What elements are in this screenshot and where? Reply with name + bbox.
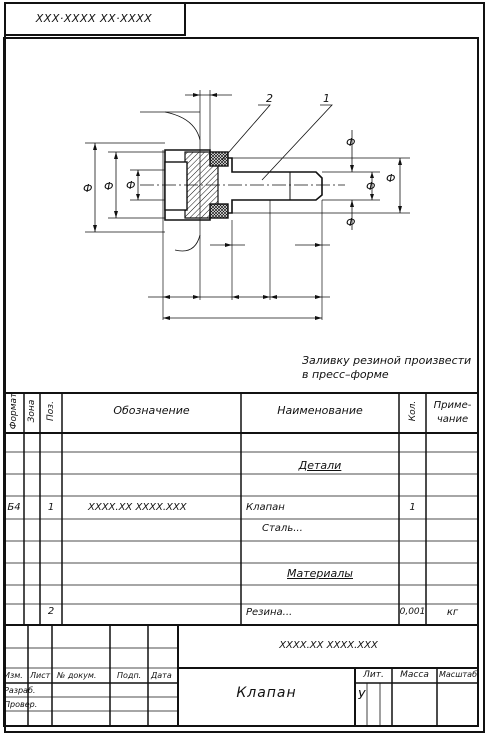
row3-pos: 2 [47,606,55,617]
header-name: Наименование [277,404,363,417]
technical-note: Заливку резиной произвести в пресс–форме [302,354,471,382]
row3-qty: 0,001 [399,607,426,617]
drawing-sheet [4,2,485,733]
dim-symbol-7: Ф [386,172,395,185]
note-line-2: в пресс–форме [302,368,389,381]
header-format: Формат [9,392,19,430]
row-razrab: Разраб. [4,686,36,695]
drawing-frame [3,37,479,727]
row1-format: Б4 [7,502,21,513]
header-qty: Кол. [408,400,418,422]
header-remark-1: Приме- [433,400,472,411]
col-doc: № докум. [57,671,97,680]
massa-header: Масса [400,670,429,680]
dim-symbol-4: Ф [346,136,355,149]
row1-qty: 1 [409,502,416,513]
header-remark-2: чание [436,414,469,425]
leader-label-2: 2 [266,92,273,105]
note-line-1: Заливку резиной произвести [302,354,472,367]
row1-name: Клапан [246,502,285,513]
row3-name: Резина... [246,607,293,618]
header-pos: Поз. [46,401,56,421]
section-materials: Материалы [287,567,353,580]
lit-value: У [357,688,366,702]
drawing-title: Клапан [236,685,297,701]
row-prover: Провер. [4,700,38,709]
row3-remark: кг [446,607,459,618]
col-list: Лист [30,671,51,680]
header-zone: Зона [27,399,37,423]
col-sign: Подп. [117,671,142,680]
top-stamp: XXX·XXXX XX·XXXX [4,2,186,36]
lit-header: Лит. [363,670,384,680]
section-parts: Детали [298,459,342,472]
leader-label-1: 1 [323,92,330,105]
dim-symbol-1: Ф [83,182,92,195]
document-code: XXXX.XX XXXX.XXX [279,640,378,651]
row1-pos: 1 [47,502,55,513]
row2-name: Сталь... [262,523,303,534]
col-date: Дата [151,671,172,680]
dim-symbol-3: Ф [126,179,135,192]
dim-symbol-5: Ф [346,216,355,229]
masshtab-header: Масштаб [438,670,478,679]
header-designation: Обозначение [113,404,190,417]
col-izm: Изм. [4,671,23,680]
dim-symbol-6: Ф [366,180,375,193]
dim-symbol-2: Ф [104,180,113,193]
row1-designation: XXXX.XX XXXX.XXX [88,502,187,513]
